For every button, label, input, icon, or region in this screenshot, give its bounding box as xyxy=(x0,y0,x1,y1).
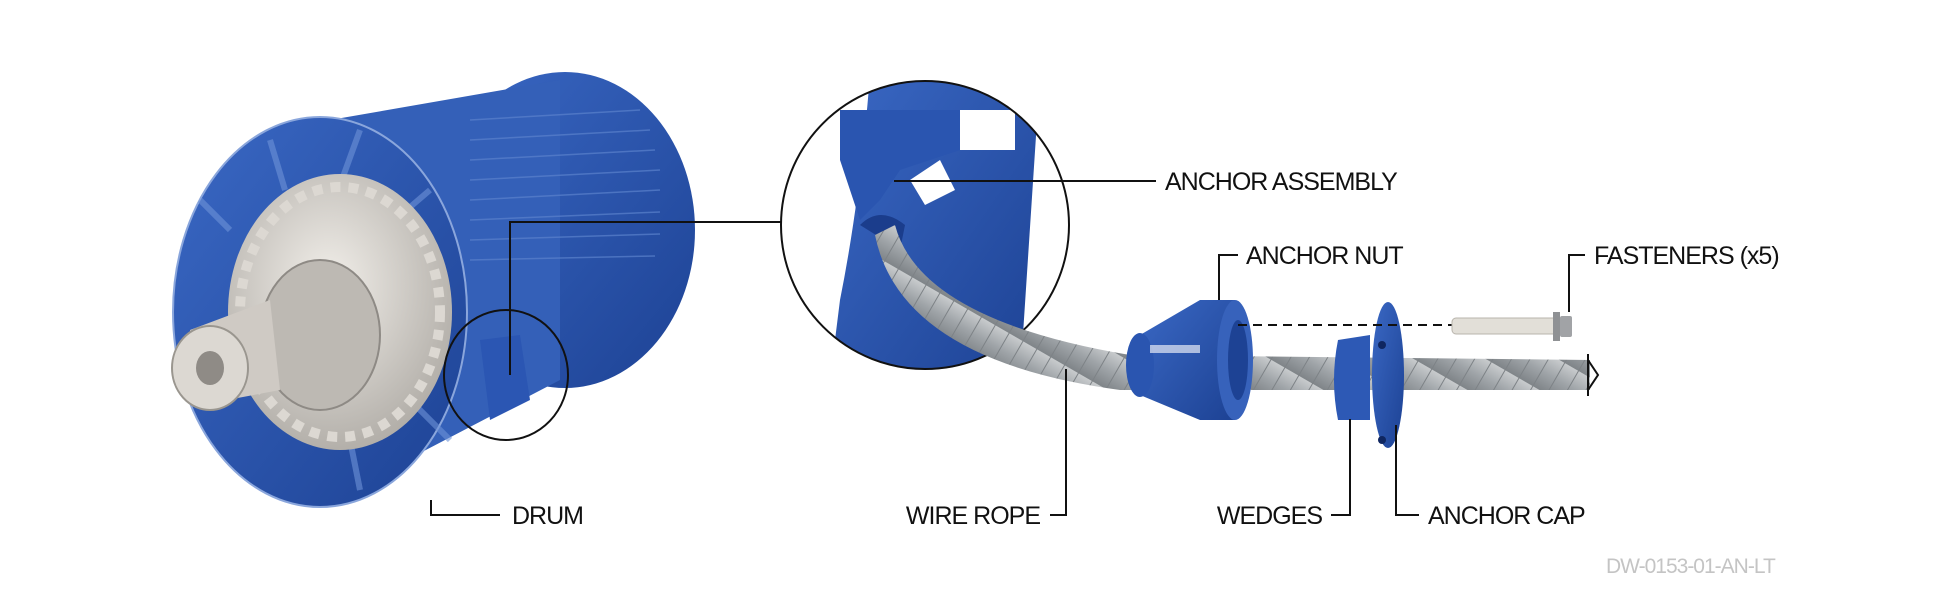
label-anchor-assembly: ANCHOR ASSEMBLY xyxy=(1165,168,1398,196)
detail-magnified-circle xyxy=(780,80,1070,370)
leader-anchor-cap xyxy=(1395,425,1419,516)
leader-drum xyxy=(430,500,500,516)
wedges xyxy=(1334,335,1370,420)
drawing-number: DW-0153-01-AN-LT xyxy=(1606,555,1776,578)
label-fasteners: FASTENERS (x5) xyxy=(1594,242,1779,270)
leader-wire-rope xyxy=(1050,369,1067,516)
anchor-nut xyxy=(1126,300,1253,420)
anchor-detail-view xyxy=(781,81,1069,369)
wire-rope xyxy=(875,225,1590,390)
label-anchor-cap: ANCHOR CAP xyxy=(1428,502,1585,530)
leader-anchor-nut xyxy=(1218,254,1238,300)
fastener-bolt xyxy=(1451,312,1572,341)
label-wedges: WEDGES xyxy=(1217,502,1322,530)
anchor-cap xyxy=(1372,302,1404,448)
leader-wedges xyxy=(1331,419,1351,516)
detail-leader-line xyxy=(509,221,781,375)
label-wire-rope: WIRE ROPE xyxy=(906,502,1040,530)
label-anchor-nut: ANCHOR NUT xyxy=(1246,242,1403,270)
drum xyxy=(171,72,695,508)
leader-fasteners xyxy=(1568,254,1585,312)
rope-break-mark xyxy=(1587,354,1600,396)
label-drum: DRUM xyxy=(512,502,583,530)
detail-callout-circle xyxy=(443,309,569,441)
